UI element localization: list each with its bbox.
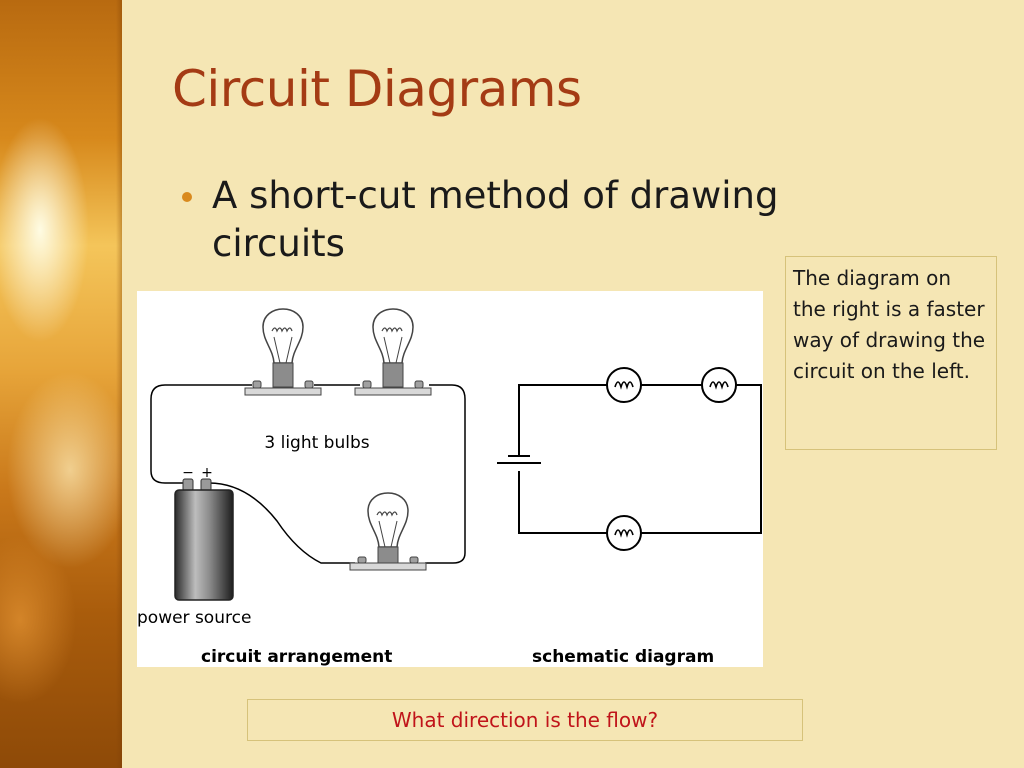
light-bulb-icon [244,308,322,396]
note-box: The diagram on the right is a faster way… [785,256,997,450]
light-bulb-icon [349,492,427,571]
bulbs-label: 3 light bulbs [264,433,369,453]
circuit-wiring [150,384,466,564]
circuit-figure: − + 3 light bulbs power source circuit a… [137,291,763,667]
battery-minus-label: − [182,465,194,481]
circuit-arrangement-caption: circuit arrangement [201,647,392,667]
schematic-lamp-icon [606,367,642,403]
slide-title: Circuit Diagrams [172,60,582,118]
bullet-text: A short-cut method of drawing circuits [212,174,779,265]
question-box: What direction is the flow? [247,699,803,741]
schematic-cell-icon [497,455,541,464]
schematic-lamp-icon [606,515,642,551]
power-source-label: power source [137,608,251,628]
schematic-lamp-icon [701,367,737,403]
side-photo-decoration [0,0,122,768]
schematic-diagram-caption: schematic diagram [532,647,714,667]
battery-icon [174,478,234,601]
light-bulb-icon [354,308,432,396]
schematic-wiring [518,384,762,534]
bullet-dot-icon [182,192,192,202]
battery-plus-label: + [201,465,213,481]
